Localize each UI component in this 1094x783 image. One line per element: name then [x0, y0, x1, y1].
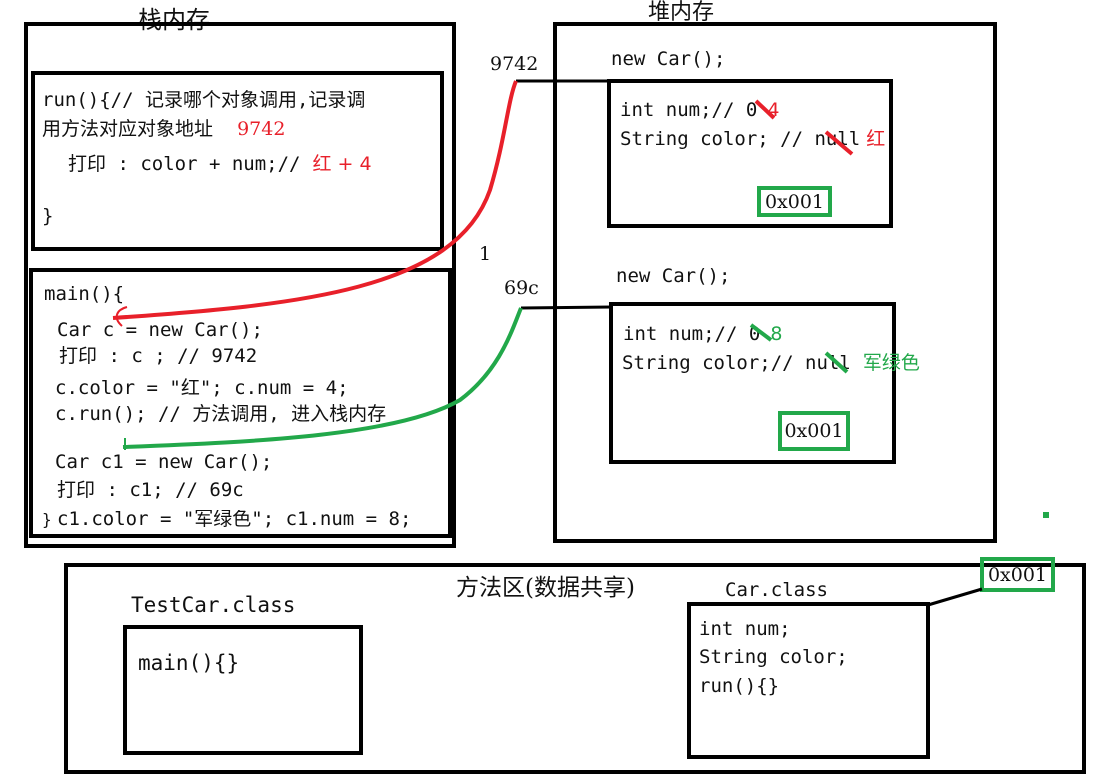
object2-field-color-new: 军绿色: [862, 352, 920, 374]
object2-field-num-new: 8: [770, 323, 783, 345]
main-line-create-c: Car c = new Car();: [57, 319, 263, 341]
run-frame-line2: 用方法对应对象地址 9742: [42, 120, 285, 139]
main-line-assign-c1: c1.color = "军绿色"; c1.num = 8;: [57, 510, 412, 529]
testcar-class-name: TestCar.class: [131, 593, 296, 617]
method-area-region: [64, 563, 1086, 774]
object2-field-color: String color;// null 军绿色: [622, 354, 920, 373]
car-class-field-num: int num;: [699, 618, 791, 640]
stray-green-dot: [1043, 512, 1049, 518]
car-class-address: 0x001: [980, 557, 1055, 592]
stack-title: 栈内存: [138, 6, 210, 34]
method-area-title: 方法区(数据共享): [456, 575, 635, 601]
heap-object2-label: new Car();: [616, 265, 731, 287]
object1-field-num-text: int num;// 0: [620, 99, 758, 121]
main-line-create-c1: Car c1 = new Car();: [55, 451, 273, 473]
run-frame-caller-address: 9742: [237, 118, 286, 140]
heap-memory-region: [553, 22, 997, 543]
object1-field-color-new: 红: [866, 128, 886, 150]
run-frame-print-value: 红 + 4: [312, 153, 372, 175]
stray-mark-1: 1: [479, 243, 492, 265]
car-class-field-color: String color;: [699, 646, 848, 668]
main-line-assign-c: c.color = "红"; c.num = 4;: [55, 377, 349, 399]
object1-method-address: 0x001: [757, 186, 832, 217]
main-line-print-c1: 打印 : c1; // 69c: [57, 479, 244, 501]
car-class-name: Car.class: [725, 579, 828, 601]
main-frame-close: }: [42, 510, 52, 529]
object1-field-color: String color; // null 红: [620, 130, 885, 149]
object2-field-num-text: int num;// 0: [623, 323, 761, 345]
run-frame-close: }: [42, 205, 54, 227]
heap-object1-label: new Car();: [611, 48, 726, 70]
object2-field-color-text: String color;// null: [622, 352, 851, 374]
object1-field-num: int num;// 0 4: [620, 101, 779, 120]
run-frame-line2-text: 用方法对应对象地址: [42, 118, 214, 140]
run-frame-line1: run(){// 记录哪个对象调用,记录调: [42, 89, 366, 111]
object2-field-num: int num;// 0 8: [623, 325, 782, 344]
run-frame-print-text: 打印 : color + num;//: [68, 153, 301, 175]
heap-object1-reference: 9742: [490, 53, 539, 75]
heap-object1: [607, 79, 893, 228]
heap-object2: [609, 302, 896, 464]
main-line-print-c: 打印 : c ; // 9742: [59, 345, 258, 367]
car-class-method-run: run(){}: [699, 675, 780, 697]
testcar-class-box: [123, 625, 363, 755]
object2-method-address: 0x001: [778, 411, 850, 451]
car-class-box: [687, 602, 930, 759]
testcar-main-method: main(){}: [138, 651, 240, 675]
heap-object2-reference: 69c: [504, 277, 539, 299]
main-line-run: c.run(); // 方法调用, 进入栈内存: [55, 403, 387, 425]
object1-field-num-new: 4: [767, 99, 780, 121]
object1-field-color-text: String color; // null: [620, 128, 861, 150]
main-frame-open: main(){: [44, 283, 125, 305]
heap-title: 堆内存: [648, 0, 715, 25]
run-frame-line3: 打印 : color + num;// 红 + 4: [68, 155, 372, 174]
